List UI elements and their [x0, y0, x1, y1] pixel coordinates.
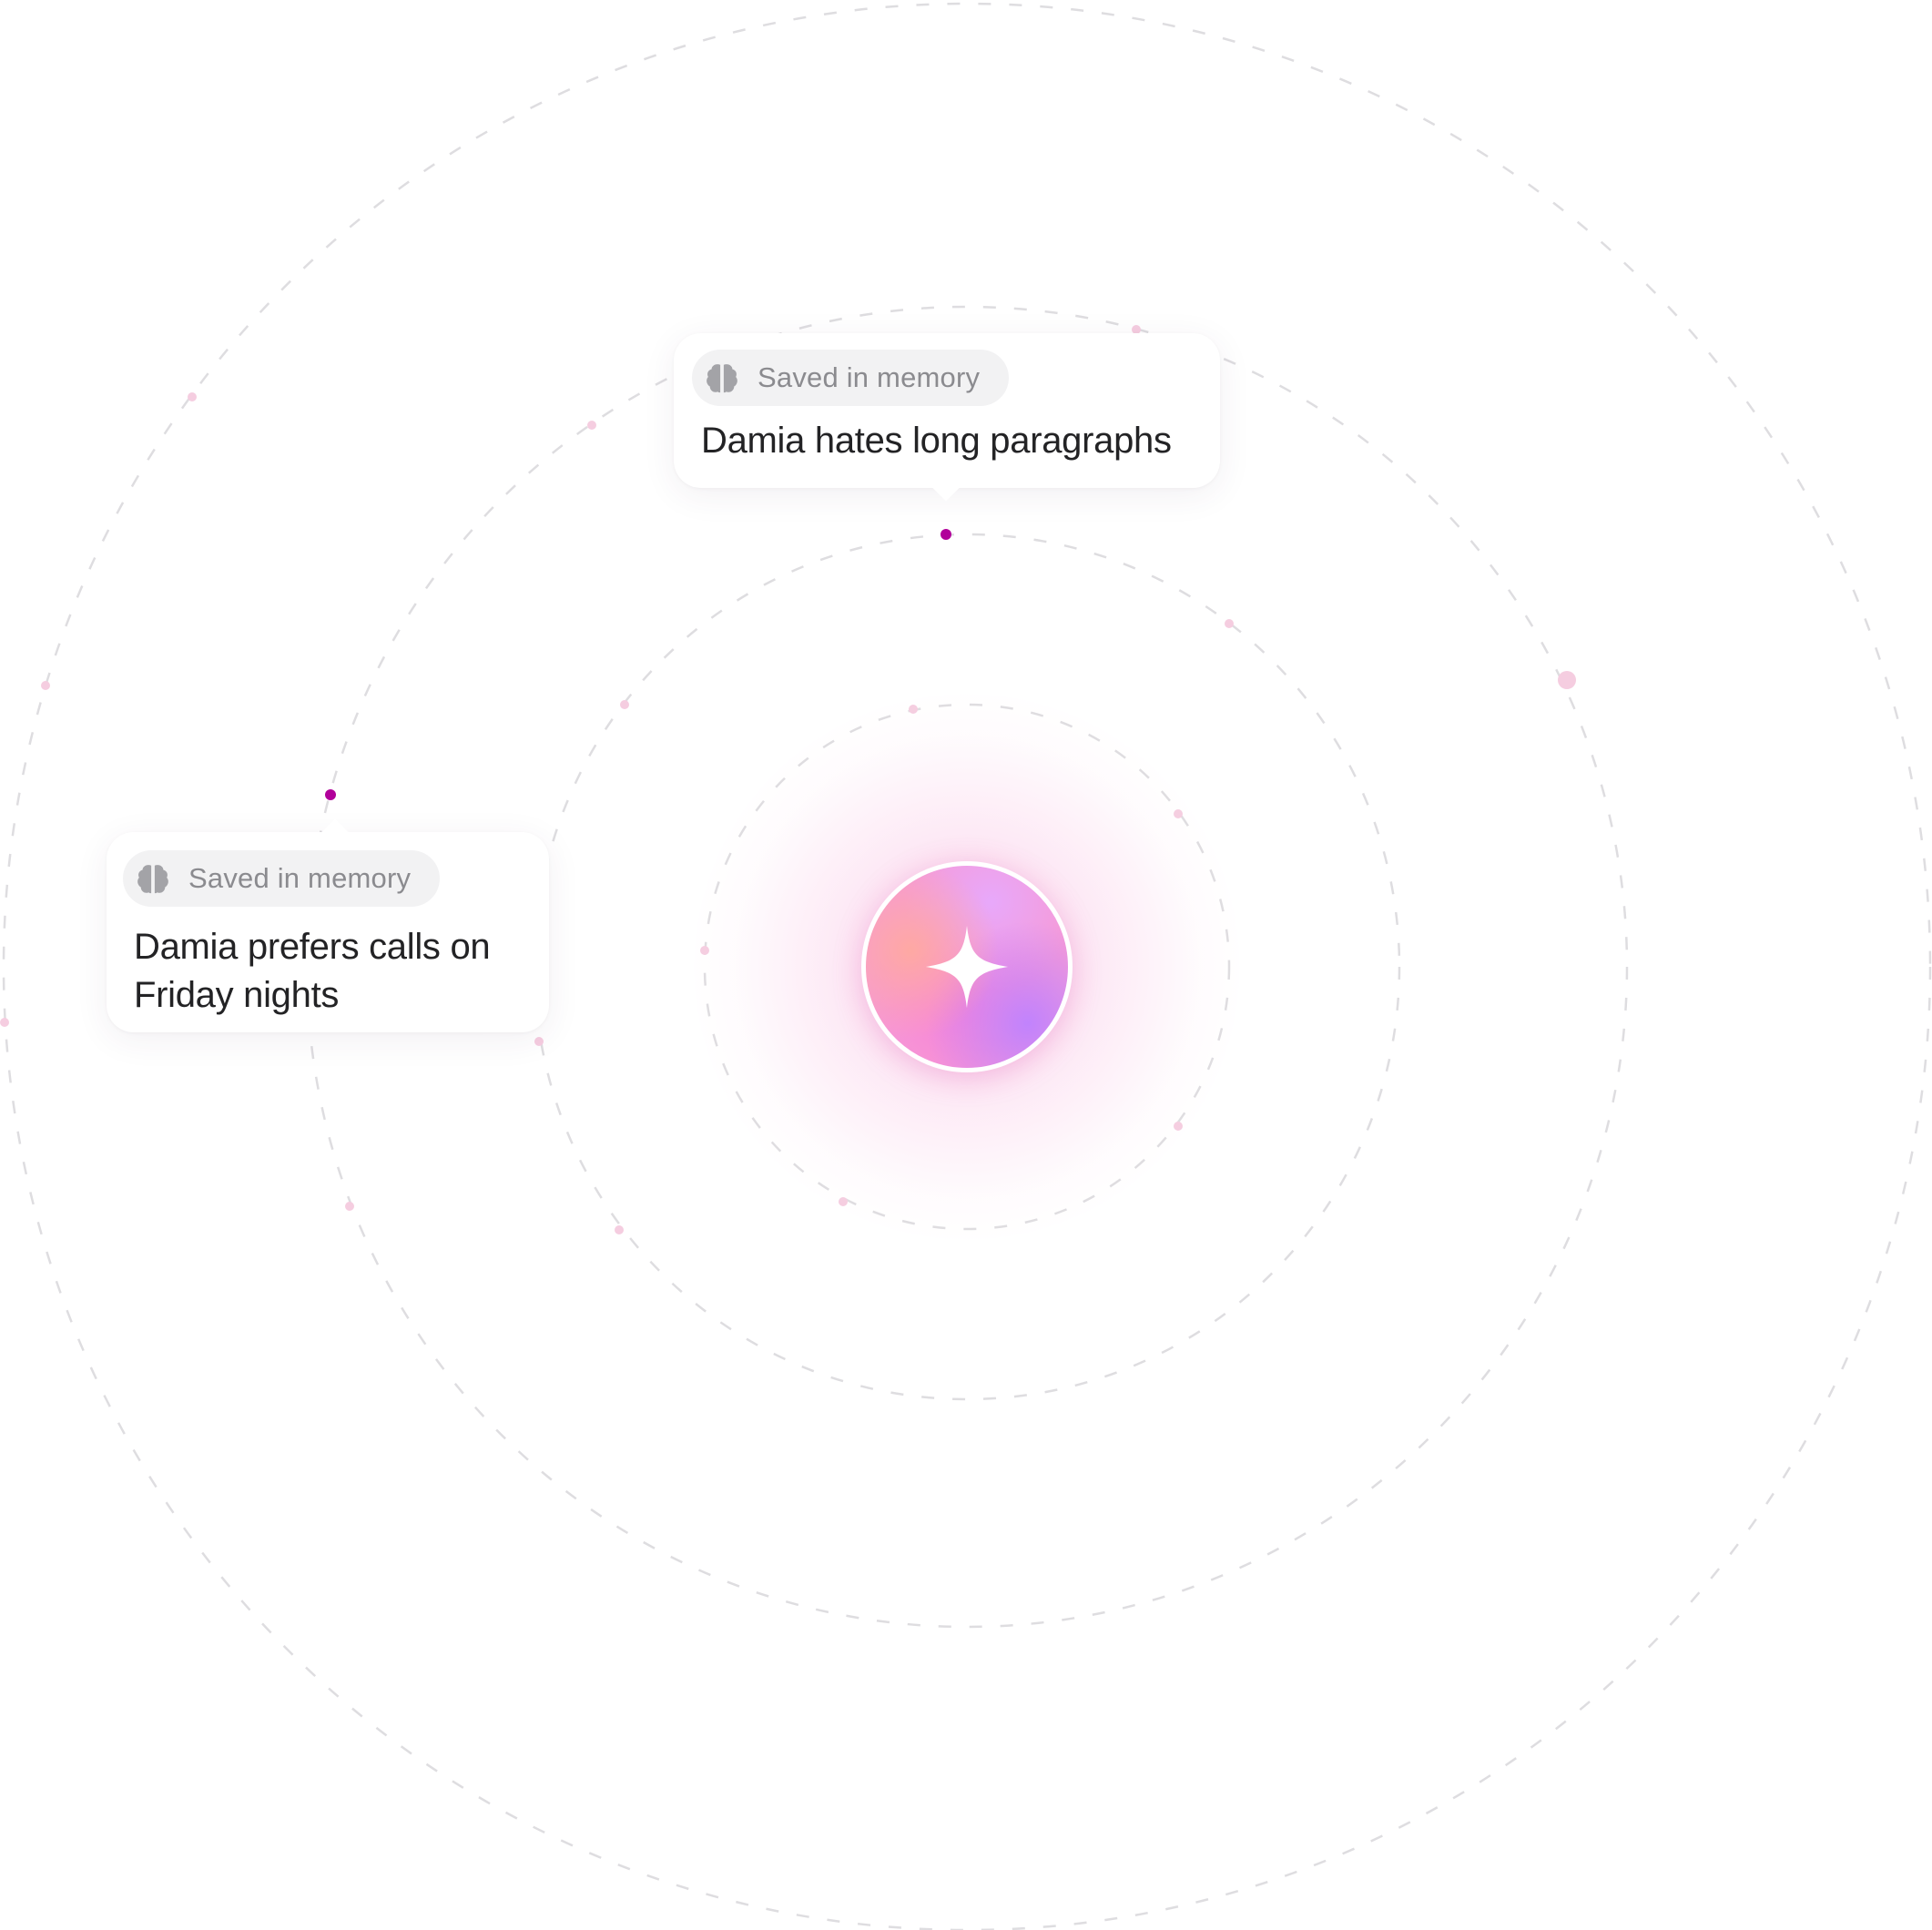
orbit-dot — [0, 1018, 9, 1027]
saved-in-memory-badge: Saved in memory — [123, 850, 441, 907]
brain-icon — [707, 364, 737, 393]
active-memory-dot — [325, 789, 336, 800]
orbit-dot — [620, 700, 629, 709]
memory-text: Damia hates long paragraphs — [701, 421, 1172, 461]
badge-label: Saved in memory — [758, 361, 981, 393]
ai-core-orb[interactable] — [861, 861, 1073, 1072]
orbit-dot — [615, 1225, 624, 1234]
orbit-dot — [41, 681, 50, 690]
orbit-ring — [533, 533, 1401, 1401]
memory-card[interactable]: Saved in memory Damia prefers calls on F… — [107, 832, 549, 1032]
badge-label: Saved in memory — [188, 862, 412, 894]
memory-text: Damia prefers calls on Friday nights — [134, 927, 491, 1015]
brain-icon — [137, 865, 168, 894]
orbit-dot — [1132, 325, 1141, 334]
memory-card[interactable]: Saved in memory Damia hates long paragra… — [674, 333, 1220, 488]
orbit-dot — [188, 392, 197, 401]
orbit-dot — [1558, 671, 1576, 689]
active-memory-dot — [941, 529, 951, 540]
sparkle-icon — [925, 925, 1009, 1009]
orbit-dot — [534, 1037, 544, 1046]
saved-in-memory-badge: Saved in memory — [692, 350, 1010, 406]
orbit-dot — [587, 421, 596, 430]
orbit-ring — [305, 305, 1629, 1629]
orbit-dot — [1225, 619, 1234, 628]
orbit-dot — [345, 1202, 354, 1211]
orbit-ring — [3, 3, 1931, 1930]
